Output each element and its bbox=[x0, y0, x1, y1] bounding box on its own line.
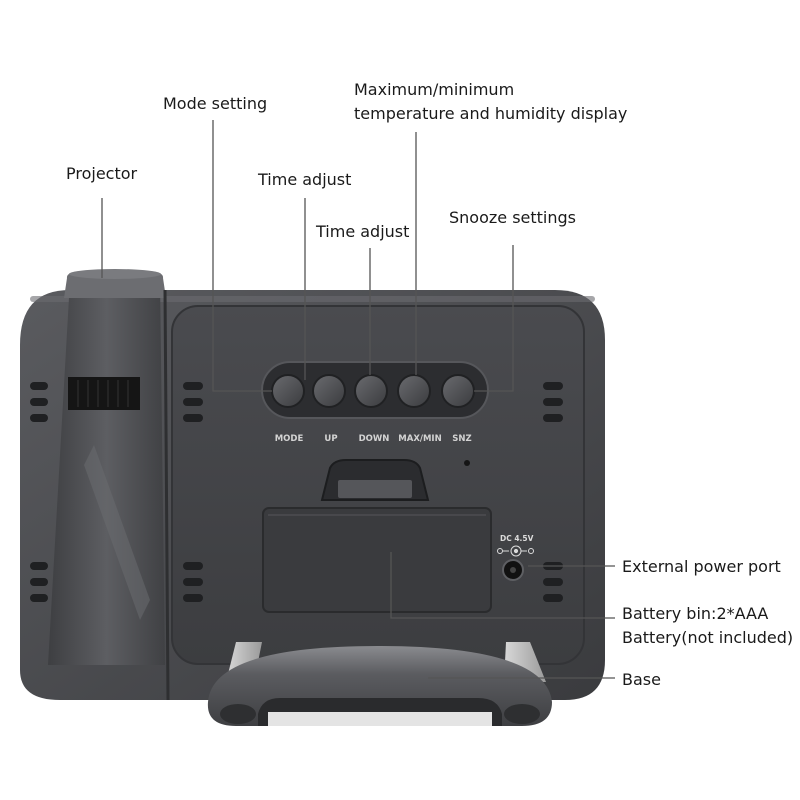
reset-hole bbox=[464, 460, 470, 466]
up-button-label: UP bbox=[324, 434, 337, 444]
down-button-label: DOWN bbox=[359, 434, 390, 444]
callout-base: Base bbox=[622, 670, 661, 689]
callout-snooze: Snooze settings bbox=[449, 208, 577, 227]
callout-time-adjust-down: Time adjust bbox=[316, 222, 410, 241]
snz-button-label: SNZ bbox=[452, 434, 471, 444]
leader-battery bbox=[390, 552, 615, 619]
vent-slots bbox=[30, 382, 563, 602]
base-foot-left bbox=[220, 704, 256, 724]
callout-power-port: External power port bbox=[622, 557, 781, 576]
power-rating-label: DC 4.5V bbox=[500, 534, 534, 543]
lens-top bbox=[69, 269, 161, 279]
callout-battery-line1: Battery bin:2*AAA bbox=[622, 604, 769, 623]
projector-stripe bbox=[84, 445, 150, 620]
down-button[interactable]: DOWN bbox=[354, 374, 390, 444]
mode-button-label: MODE bbox=[275, 434, 304, 444]
callout-maxmin-line2: temperature and humidity display bbox=[354, 104, 628, 123]
polarity-icon bbox=[497, 545, 534, 557]
base-label-sticker bbox=[268, 712, 492, 726]
callout-time-adjust-up: Time adjust bbox=[258, 170, 352, 189]
projector-focus-wheel bbox=[68, 377, 140, 410]
focus-wheel-ridges bbox=[77, 380, 129, 407]
maxmin-button-label: MAX/MIN bbox=[398, 434, 441, 444]
leader-snooze bbox=[474, 245, 514, 392]
base-foot-right bbox=[504, 704, 540, 724]
projector-seam bbox=[163, 289, 170, 701]
callout-battery-line2: Battery(not included) bbox=[622, 628, 794, 647]
body-highlight bbox=[30, 296, 595, 302]
power-jack-pin bbox=[510, 567, 516, 573]
maxmin-button[interactable]: MAX/MIN bbox=[397, 374, 442, 444]
callout-maxmin-line1: Maximum/minimum bbox=[354, 80, 515, 99]
leader-mode bbox=[212, 120, 272, 392]
callout-mode-setting: Mode setting bbox=[163, 94, 268, 113]
callout-projector: Projector bbox=[66, 164, 138, 183]
leader-lines bbox=[101, 120, 615, 679]
battery-door bbox=[262, 507, 492, 613]
stand-clip-tab bbox=[338, 480, 412, 498]
up-button[interactable]: UP bbox=[312, 374, 346, 444]
